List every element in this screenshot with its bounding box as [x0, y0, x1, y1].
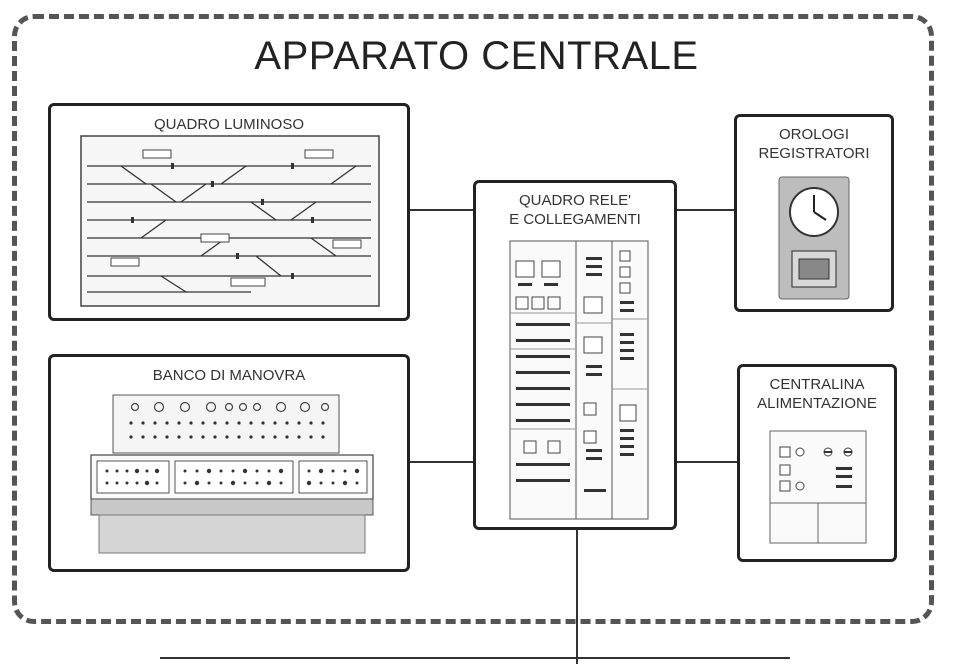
centralina-label-line1: CENTRALINA [769, 376, 865, 393]
control-desk [90, 394, 374, 554]
quadro-luminoso-label: QUADRO LUMINOSO [153, 116, 304, 133]
banco-manovra-box: BANCO DI MANOVRA [48, 354, 410, 572]
banco-manovra-label: BANCO DI MANOVRA [152, 367, 306, 384]
orologi-label-line1: OROLOGI [778, 126, 849, 143]
centralina-alimentazione-box: CENTRALINA ALIMENTAZIONE [737, 364, 897, 562]
external-bus-line [160, 657, 790, 659]
connector-rele-centralina [674, 461, 738, 463]
connector-luminoso-rele [408, 209, 476, 211]
desk-button-rows [129, 421, 325, 439]
diagram-title: APPARATO CENTRALE [254, 34, 699, 78]
quadro-rele-label-line1: QUADRO RELE' [518, 192, 632, 209]
connector-rele-external [576, 528, 578, 664]
power-unit-panel [769, 430, 867, 544]
connector-rele-orologi [674, 209, 738, 211]
centralina-label-line2: ALIMENTAZIONE [757, 395, 877, 412]
orologi-registratori-box: OROLOGI REGISTRATORI [734, 114, 894, 312]
quadro-rele-box: QUADRO RELE' E COLLEGAMENTI [473, 180, 677, 530]
quadro-rele-label-line2: E COLLEGAMENTI [509, 211, 641, 228]
relay-cabinet [509, 240, 649, 520]
quadro-luminoso-box: QUADRO LUMINOSO [48, 103, 410, 321]
apparato-centrale-boundary [12, 14, 934, 624]
recording-clock-icon [778, 176, 850, 300]
connector-banco-rele [408, 461, 476, 463]
orologi-label-line2: REGISTRATORI [758, 145, 870, 162]
track-diagram-panel [80, 135, 380, 307]
